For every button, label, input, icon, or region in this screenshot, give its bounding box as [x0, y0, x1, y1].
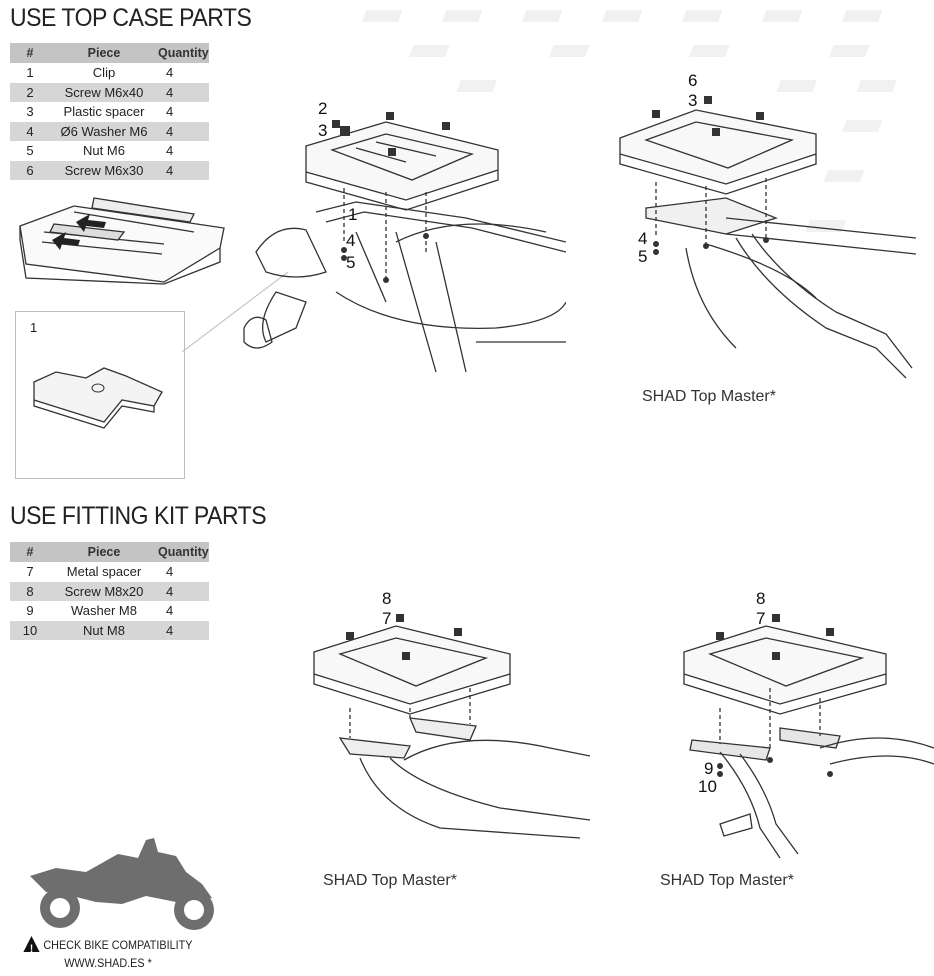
row-piece: Metal spacer: [66, 564, 142, 580]
row-qty: 4: [158, 620, 209, 640]
table-header-num: #: [10, 43, 50, 63]
row-num: 2: [10, 82, 50, 102]
row-piece: Ø6 Washer M6: [50, 121, 158, 141]
callout-3: 3: [688, 91, 697, 110]
table-row: 1 Clip 4: [10, 63, 209, 83]
clip-insertion-illustration: [19, 197, 225, 285]
callout-9: 9: [704, 759, 713, 778]
top-case-mounting-diagram-2: 6 3 4 5: [619, 71, 916, 379]
row-qty: 4: [166, 143, 174, 159]
row-piece: Plastic spacer: [63, 104, 145, 120]
row-piece: Screw M8x20: [50, 581, 158, 601]
row-qty: 4: [166, 104, 174, 120]
row-num: 1: [26, 65, 34, 81]
callout-5: 5: [638, 247, 647, 266]
table-header-piece: Piece: [50, 542, 158, 562]
row-piece: Nut M8: [50, 620, 158, 640]
callout-10: 10: [698, 777, 717, 796]
table-row: 9 Washer M8 4: [10, 601, 209, 621]
table-header-quantity: Quantity: [158, 542, 209, 562]
callout-7: 7: [756, 609, 765, 628]
clip-detail-box: 1: [15, 311, 185, 479]
row-qty: 4: [166, 564, 174, 580]
fitting-kit-diagram-1: 8 7: [313, 589, 591, 839]
caption-top-master-3: SHAD Top Master*: [660, 872, 794, 889]
callout-3: 3: [318, 121, 327, 140]
row-qty: 4: [158, 121, 209, 141]
callout-8: 8: [382, 589, 391, 608]
check-compatibility-note: !CHECK BIKE COMPATIBILITY WWW.SHAD.ES *: [18, 936, 198, 972]
row-num: 9: [26, 603, 34, 619]
row-piece: Clip: [92, 65, 116, 81]
detail-label: 1: [30, 320, 38, 335]
row-qty: 4: [166, 603, 174, 619]
callout-5: 5: [346, 253, 355, 272]
row-piece: Nut M6: [83, 143, 125, 159]
table-row: 7 Metal spacer 4: [10, 562, 209, 582]
section-title-fitting-kit: USE FITTING KIT PARTS: [10, 502, 267, 530]
row-num: 3: [26, 104, 34, 120]
row-qty: 4: [158, 581, 209, 601]
row-num: 10: [10, 620, 50, 640]
table-row: 5 Nut M6 4: [10, 141, 209, 161]
detail-leader-line: [182, 271, 289, 353]
top-case-mounting-diagram-1: 2 3 1 4 5: [243, 99, 566, 373]
table-row: 3 Plastic spacer 4: [10, 102, 209, 122]
motorcycle-silhouette-icon: [30, 838, 214, 930]
row-piece: Screw M6x30: [50, 160, 158, 180]
callout-6: 6: [688, 71, 697, 90]
callout-7: 7: [382, 609, 391, 628]
callout-4: 4: [346, 231, 355, 250]
caption-top-master: SHAD Top Master*: [642, 388, 776, 405]
table-header-quantity: Quantity: [158, 43, 209, 63]
background-pattern: [361, 10, 897, 232]
caption-top-master-2: SHAD Top Master*: [323, 872, 457, 889]
row-piece: Washer M8: [71, 603, 137, 619]
row-qty: 4: [166, 65, 174, 81]
row-qty: 4: [158, 82, 209, 102]
row-piece: Screw M6x40: [50, 82, 158, 102]
row-num: 7: [26, 564, 34, 580]
fitting-kit-diagram-2: 8 7 9 10: [683, 589, 934, 859]
callout-2: 2: [318, 99, 327, 118]
callout-8: 8: [756, 589, 765, 608]
callout-4: 4: [638, 229, 647, 248]
row-num: 6: [10, 160, 50, 180]
row-num: 8: [10, 581, 50, 601]
clip-part-drawing: [33, 367, 163, 429]
row-num: 5: [26, 143, 34, 159]
section-title-top-case: USE TOP CASE PARTS: [10, 4, 252, 32]
table-header-piece: Piece: [50, 43, 158, 63]
row-num: 4: [10, 121, 50, 141]
warning-icon: !: [23, 936, 40, 955]
row-qty: 4: [158, 160, 209, 180]
compatibility-line1: CHECK BIKE COMPATIBILITY: [43, 938, 193, 952]
table-header-num: #: [10, 542, 50, 562]
callout-1: 1: [348, 205, 357, 224]
compatibility-url: WWW.SHAD.ES *: [64, 956, 152, 970]
